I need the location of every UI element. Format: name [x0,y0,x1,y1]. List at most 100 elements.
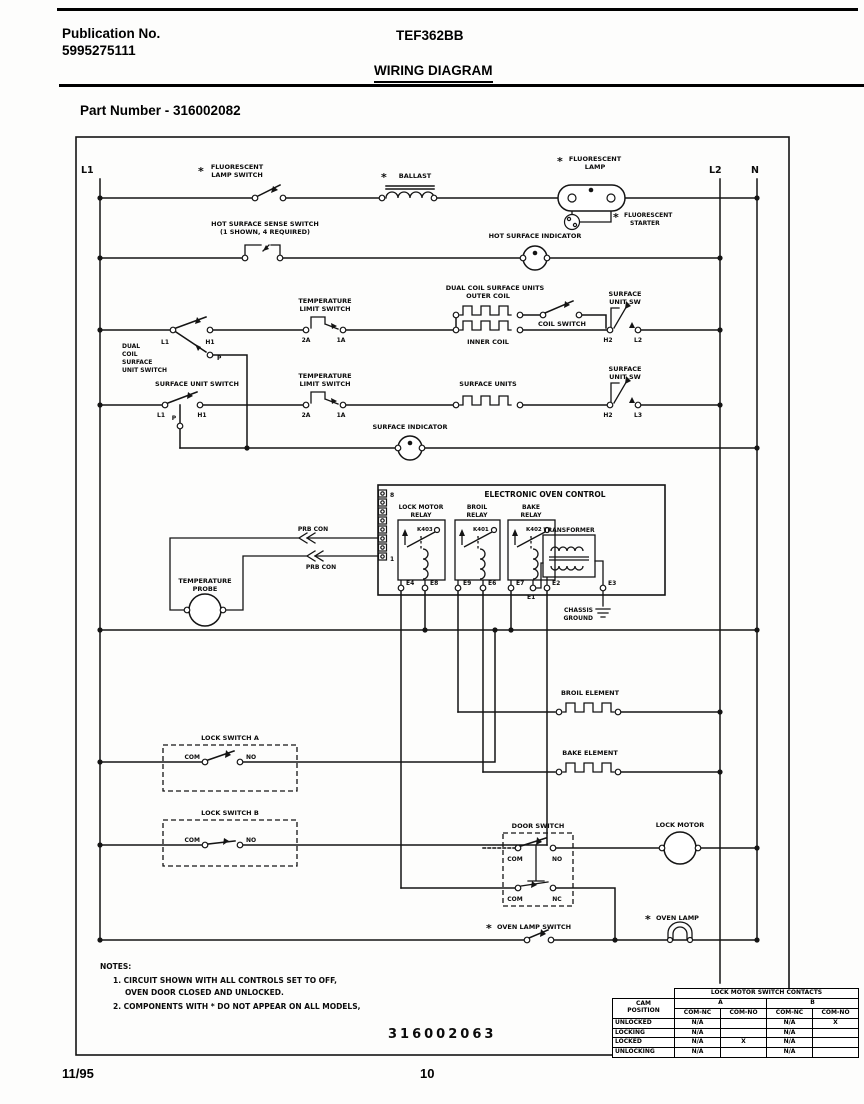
label-bake-element: BAKE ELEMENT [562,749,618,757]
terminal-e2: E2 [552,580,560,587]
label-fluorescent-lamp-switch-1: FLUORESCENT [211,163,264,171]
label-hot-surface-indicator: HOT SURFACE INDICATOR [489,232,582,240]
cell [812,1027,859,1039]
label-k403: K403 [417,527,433,533]
terminal-e9: E9 [463,580,471,587]
label-surface-units: SURFACE UNITS [459,380,517,388]
rail-l2-label: L2 [709,165,722,176]
label-lock-motor-relay-2: RELAY [411,512,433,519]
notes-title: NOTES: [100,962,131,971]
terminal-2a-row4: 2A [302,412,311,419]
cell: N/A [674,1037,721,1049]
rail-n-label: N [751,165,759,176]
terminal-l1-dualcoil: L1 [161,339,169,346]
junction-dots [97,195,760,943]
publication-label: Publication No. [62,26,161,41]
terminal-no-lock-b: NO [246,837,256,844]
label-broil-element: BROIL ELEMENT [561,689,620,697]
terminal-circles [161,194,702,944]
pin-8: 8 [390,492,394,499]
row-label: LOCKED [612,1037,675,1049]
switch-arrows [187,186,635,937]
label-lock-motor: LOCK MOTOR [656,821,704,829]
label-electronic-oven-control: ELECTRONIC OVEN CONTROL [484,490,605,499]
terminal-1a-row3: 1A [337,337,346,344]
part-number: Part Number - 316002082 [80,103,241,118]
label-temp-limit-switch-1b: LIMIT SWITCH [299,305,350,313]
cell: N/A [766,1017,813,1029]
terminal-2a-row3: 2A [302,337,311,344]
label-outer-coil: OUTER COIL [466,292,510,300]
terminal-e6: E6 [488,580,496,587]
label-bake-relay-1: BAKE [522,504,540,511]
schematic-canvas: L1 L2 N [75,136,790,1056]
wiring-lines [99,178,758,984]
terminal-p-dualcoil: P [217,355,222,362]
label-transformer: TRANSFORMER [543,527,595,534]
label-hot-surface-sense-switch-2: (1 SHOWN, 4 REQUIRED) [220,228,310,236]
label-chassis-ground-2: GROUND [563,615,593,622]
cam-line-1: CAM [635,1000,652,1008]
terminal-e3: E3 [608,580,616,587]
label-lock-motor-relay-1: LOCK MOTOR [399,504,444,511]
label-surface-unit-sw-row4-1: SURFACE [609,365,642,373]
row-label: UNLOCKING [612,1047,675,1059]
table-subheader-1: COM-NO [720,1007,767,1019]
label-temperature-probe-2: PROBE [193,585,218,593]
table-group-b: B [766,997,859,1009]
footer-page-number: 10 [420,1066,435,1081]
label-fluorescent-lamp-switch-2: LAMP SWITCH [211,171,263,179]
notes-line2: OVEN DOOR CLOSED AND UNLOCKED. [125,988,284,997]
asterisk-oven-lamp-switch: * [486,922,492,935]
terminal-com-lock-b: COM [185,837,201,844]
label-fluorescent-lamp-1: FLUORESCENT [569,155,622,163]
label-hot-surface-sense-switch-1: HOT SURFACE SENSE SWITCH [211,220,319,228]
label-surface-unit-sw-row3-1: SURFACE [609,290,642,298]
label-temp-limit-switch-2a: TEMPERATURE [298,372,351,380]
terminal-h1-row4: H1 [197,412,206,419]
label-fluorescent-lamp-2: LAMP [585,163,606,171]
label-surface-unit-sw-row3-2: UNIT SW [609,298,641,306]
terminal-e8: E8 [430,580,438,587]
label-door-switch: DOOR SWITCH [512,822,565,830]
label-k401: K401 [473,527,489,533]
rail-l1-label: L1 [81,165,94,176]
table-subheader-0: COM-NC [674,1007,721,1019]
terminal-l1-row4: L1 [157,412,165,419]
cell [720,1047,767,1059]
cell: N/A [674,1047,721,1059]
terminal-h2-row3: H2 [603,337,612,344]
label-dual-coil-switch-3: SURFACE [122,359,152,366]
terminal-e7: E7 [516,580,524,587]
cell: N/A [766,1027,813,1039]
notes-line1: 1. CIRCUIT SHOWN WITH ALL CONTROLS SET T… [113,976,337,985]
label-dual-coil-switch-2: COIL [122,351,138,358]
cell: N/A [674,1017,721,1029]
table-row: UNLOCKING N/A N/A [612,1047,859,1059]
asterisk-oven-lamp: * [645,913,651,926]
label-ballast: BALLAST [399,172,432,180]
label-broil-relay-1: BROIL [467,504,488,511]
terminal-nc-door-bottom: NC [552,896,562,903]
pin-1: 1 [390,556,394,563]
terminal-l2-row3: L2 [634,337,642,344]
notes-line3: 2. COMPONENTS WITH * DO NOT APPEAR ON AL… [113,1002,361,1011]
terminal-1a-row4: 1A [337,412,346,419]
terminal-no-lock-a: NO [246,754,256,761]
terminal-e4: E4 [406,580,414,587]
terminal-e1: E1 [527,594,535,601]
footer-date: 11/95 [62,1066,94,1081]
diagram-number: 316002063 [388,1027,496,1042]
asterisk-fluorescent-lamp-switch: * [198,165,204,178]
label-temperature-probe-1: TEMPERATURE [178,577,231,585]
diagram-border [75,136,790,1056]
table-title: LOCK MOTOR SWITCH CONTACTS [674,988,859,999]
publication-number: 5995275111 [62,42,136,58]
terminal-com-door-bottom: COM [507,896,523,903]
table-group-a: A [674,997,767,1009]
cell [812,1037,859,1049]
table-row: LOCKED N/A X N/A [612,1037,859,1049]
asterisk-fluorescent-starter: * [613,211,619,224]
doc-title: WIRING DIAGRAM [374,63,493,83]
